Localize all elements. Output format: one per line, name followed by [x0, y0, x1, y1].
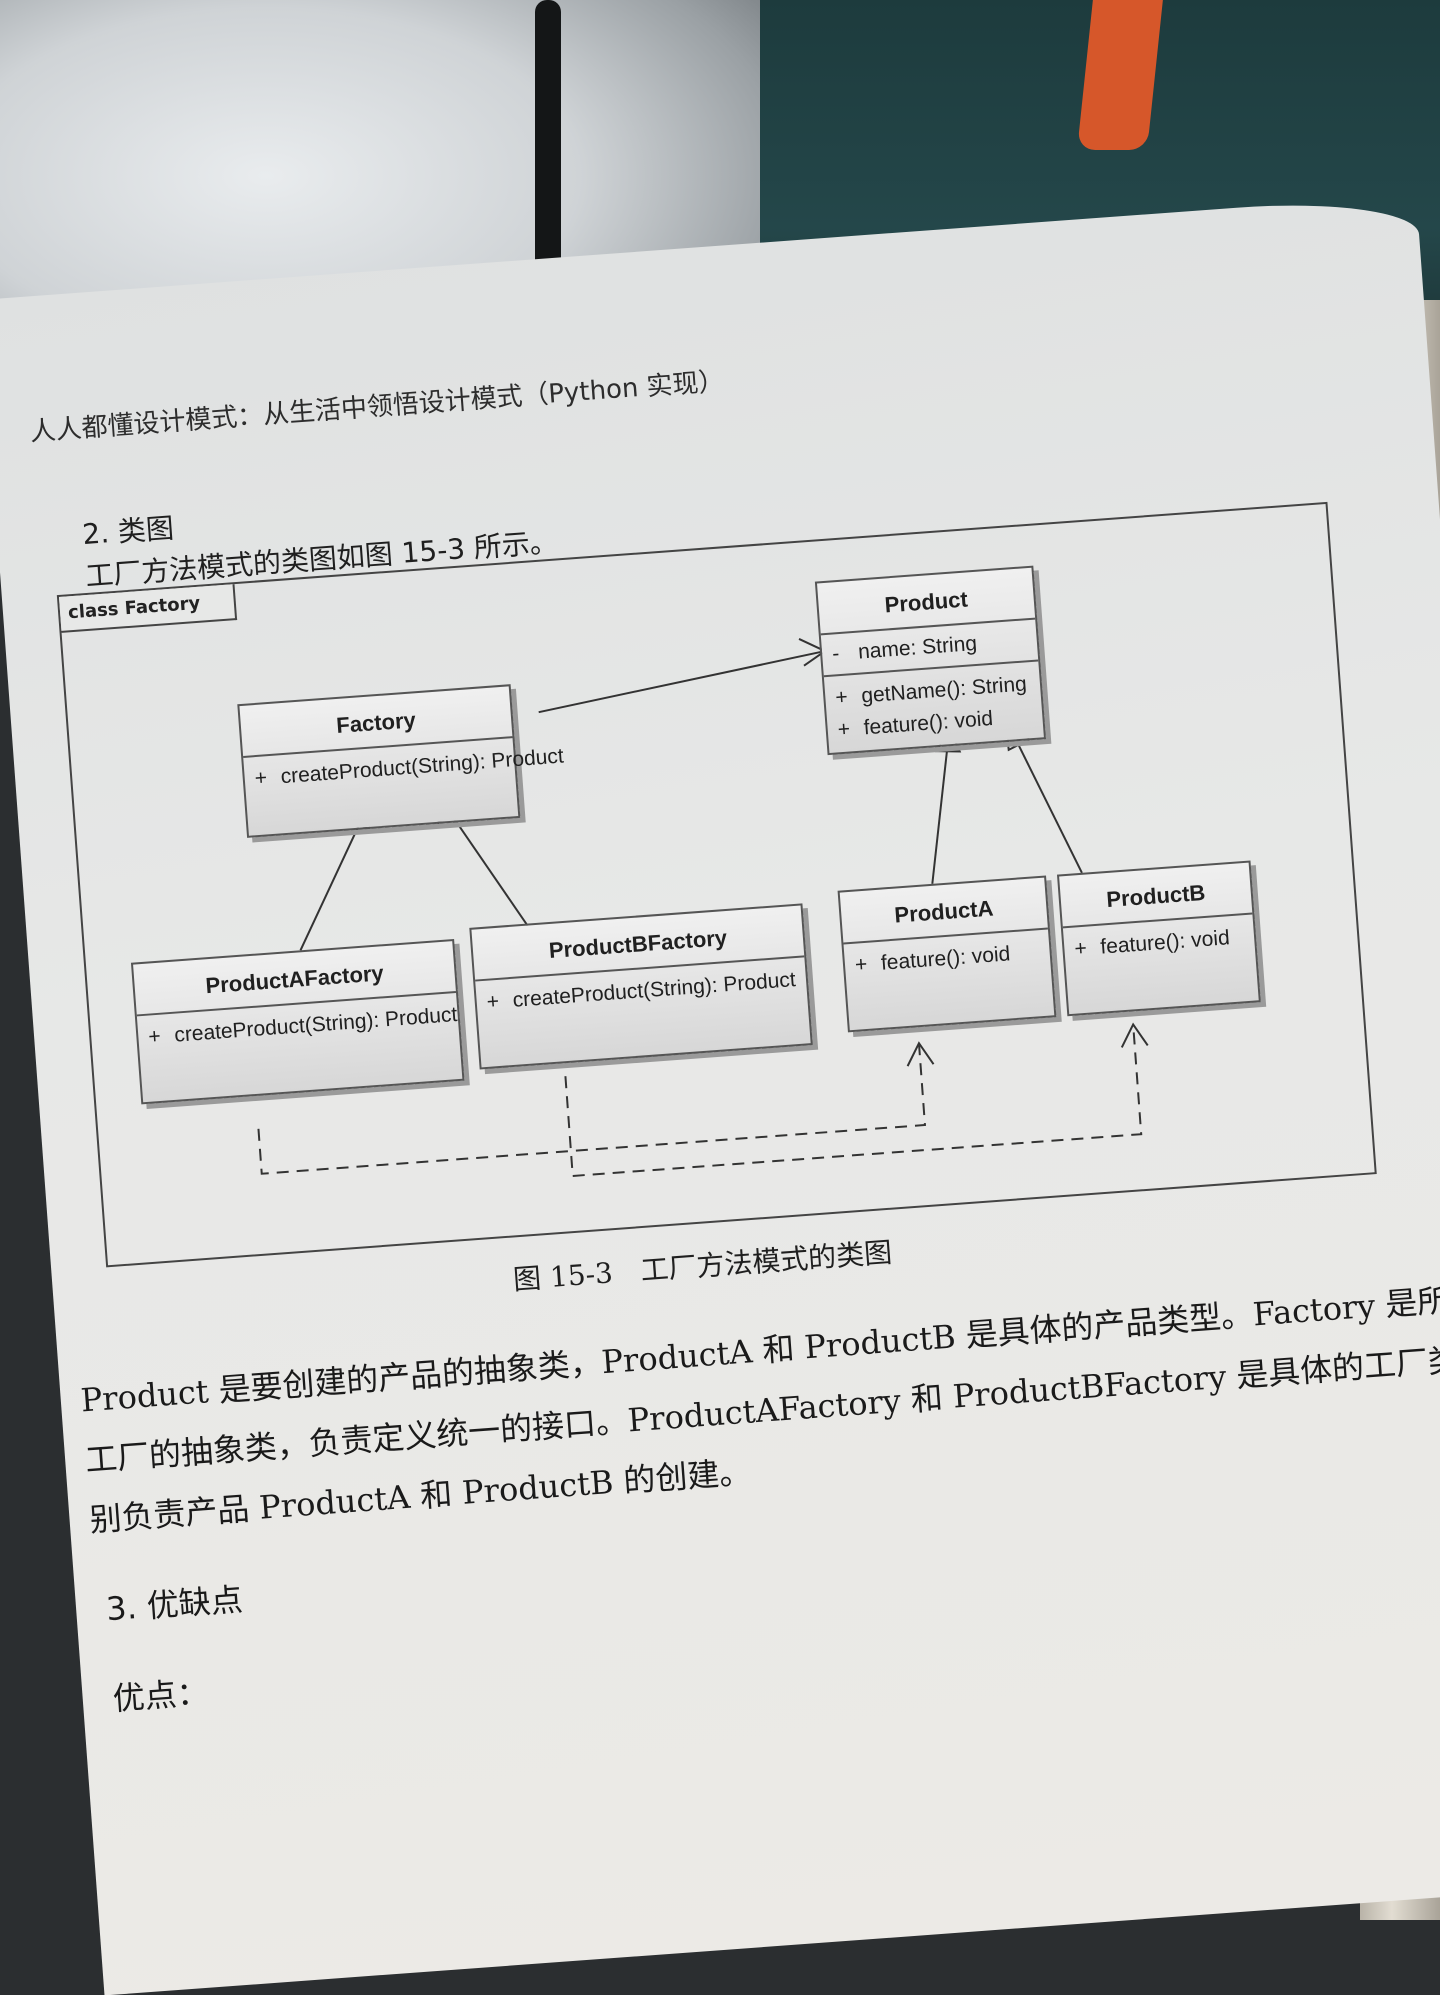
method: + feature(): void [1063, 914, 1259, 1014]
class-productafactory: ProductAFactory +createProduct(String): … [130, 938, 465, 1105]
visibility: + [1073, 936, 1088, 961]
visibility: + [836, 717, 851, 742]
dependency-arrowhead [906, 1041, 935, 1067]
visibility: + [834, 685, 849, 710]
section-heading: 3. 优缺点 [104, 1580, 244, 1629]
section-heading: 2. 类图 [81, 511, 176, 552]
method: + feature(): void [844, 929, 1055, 1030]
visibility: + [854, 952, 869, 977]
method-signature: createProduct(String): Product [511, 968, 797, 1012]
dependency-line [564, 1024, 1143, 1178]
class-diagram: class Factory [56, 501, 1377, 1268]
visibility: + [253, 766, 268, 791]
class-productbfactory: ProductBFactory +createProduct(String): … [469, 903, 813, 1070]
class-producta: ProductA +feature(): void [837, 875, 1057, 1033]
attribute-signature: name: String [857, 631, 978, 664]
generalization-line [1016, 741, 1083, 874]
class-product: Product -name: String +getName(): String… [814, 565, 1047, 756]
figure-caption: 图 15-3 工厂方法模式的类图 [512, 1235, 894, 1297]
method-signature: createProduct(String): Product [173, 1002, 459, 1047]
method-signature: feature(): void [862, 706, 994, 740]
pros-label: 优点： [111, 1673, 210, 1718]
method-signature: feature(): void [880, 942, 1012, 975]
visibility: - [831, 642, 841, 666]
class-factory: Factory +createProduct(String): Product [237, 684, 564, 838]
visibility: + [485, 989, 500, 1014]
association-line [538, 650, 826, 714]
generalization-line [299, 820, 363, 951]
class-productb: ProductB +feature(): void [1056, 860, 1261, 1017]
dependency-arrowhead [1120, 1022, 1149, 1048]
generalization-line [450, 813, 531, 930]
generalization-line [931, 747, 949, 884]
dependency-line [257, 1045, 927, 1175]
method-signature: feature(): void [1099, 926, 1231, 959]
visibility: + [147, 1024, 162, 1049]
running-title: 人人都懂设计模式：从生活中领悟设计模式（Python 实现） [28, 366, 726, 448]
book-page: 人人都懂设计模式：从生活中领悟设计模式（Python 实现） 2. 类图 工厂方… [0, 194, 1440, 1995]
